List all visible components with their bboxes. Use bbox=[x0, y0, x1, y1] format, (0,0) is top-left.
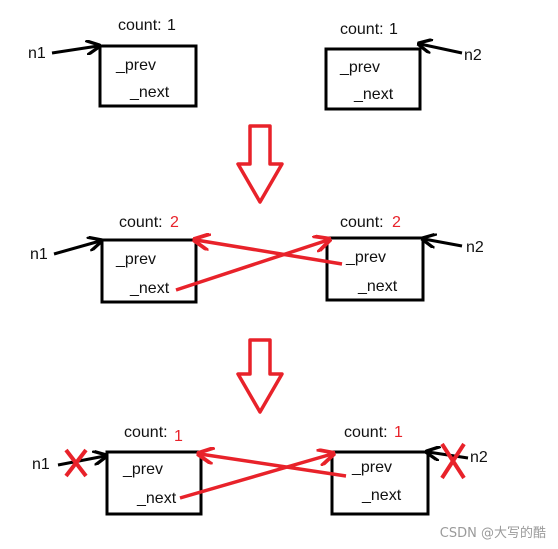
node-box bbox=[105, 450, 203, 516]
down-arrow bbox=[236, 338, 284, 414]
stage-3: count: 1 _prev _next n1 count: 1 _prev _… bbox=[32, 424, 488, 516]
node-left: count: 2 _prev _next n1 bbox=[30, 214, 198, 304]
prev-link-arrow bbox=[200, 454, 347, 478]
pointer-label: n1 bbox=[32, 456, 50, 473]
node-box bbox=[330, 450, 430, 516]
pointer-arrow bbox=[420, 44, 463, 55]
count-label: count: bbox=[124, 424, 168, 441]
down-arrow bbox=[236, 124, 284, 204]
count-label: count: bbox=[119, 214, 163, 231]
node-box bbox=[98, 44, 198, 108]
pointer-label: n2 bbox=[470, 449, 488, 466]
count-label: count: bbox=[340, 214, 384, 231]
node-right: count: 1 _prev _next n2 bbox=[330, 424, 488, 516]
count-label: count: bbox=[118, 17, 162, 34]
prev-field: _prev bbox=[345, 249, 386, 266]
next-link-arrow bbox=[175, 240, 328, 292]
watermark: CSDN @大写的酷 bbox=[439, 526, 546, 541]
count-label: count: bbox=[340, 21, 384, 38]
count-label: count: bbox=[344, 424, 388, 441]
prev-field: _prev bbox=[115, 251, 156, 268]
pointer-arrow bbox=[53, 241, 100, 256]
next-link-arrow bbox=[179, 454, 332, 500]
count-value: 1 bbox=[174, 428, 183, 445]
count-value: 1 bbox=[394, 424, 403, 441]
count-value: 1 bbox=[389, 21, 398, 38]
count-value: 2 bbox=[170, 214, 179, 231]
prev-link-arrow bbox=[196, 240, 343, 266]
stage-1: count: 1 _prev _next n1 count: 1 _prev _… bbox=[28, 17, 482, 111]
cross-mark bbox=[440, 442, 466, 480]
pointer-label: n1 bbox=[30, 246, 48, 263]
cross-mark bbox=[64, 448, 88, 478]
count-value: 2 bbox=[392, 214, 401, 231]
pointer-arrow bbox=[51, 46, 98, 53]
next-field: _next bbox=[136, 490, 177, 507]
node-left: count: 1 _prev _next n1 bbox=[32, 424, 203, 516]
node-right: count: 2 _prev _next n2 bbox=[325, 214, 484, 302]
next-field: _next bbox=[357, 278, 398, 295]
pointer-arrow bbox=[57, 456, 105, 467]
count-value: 1 bbox=[167, 17, 176, 34]
node-box bbox=[325, 236, 425, 302]
next-field: _next bbox=[361, 487, 402, 504]
next-field: _next bbox=[129, 280, 170, 297]
pointer-label: n1 bbox=[28, 45, 46, 62]
prev-field: _prev bbox=[351, 459, 392, 476]
node-left: count: 1 _prev _next n1 bbox=[28, 17, 198, 108]
pointer-arrow bbox=[424, 239, 463, 246]
next-field: _next bbox=[129, 84, 170, 101]
pointer-label: n2 bbox=[464, 47, 482, 64]
node-box bbox=[100, 238, 198, 304]
node-box bbox=[324, 47, 422, 111]
node-right: count: 1 _prev _next n2 bbox=[324, 21, 482, 111]
stage-2: count: 2 _prev _next n1 count: 2 _prev _… bbox=[30, 214, 484, 304]
prev-field: _prev bbox=[339, 59, 380, 76]
pointer-label: n2 bbox=[466, 239, 484, 256]
next-field: _next bbox=[353, 86, 394, 103]
prev-field: _prev bbox=[115, 57, 156, 74]
prev-field: _prev bbox=[122, 461, 163, 478]
